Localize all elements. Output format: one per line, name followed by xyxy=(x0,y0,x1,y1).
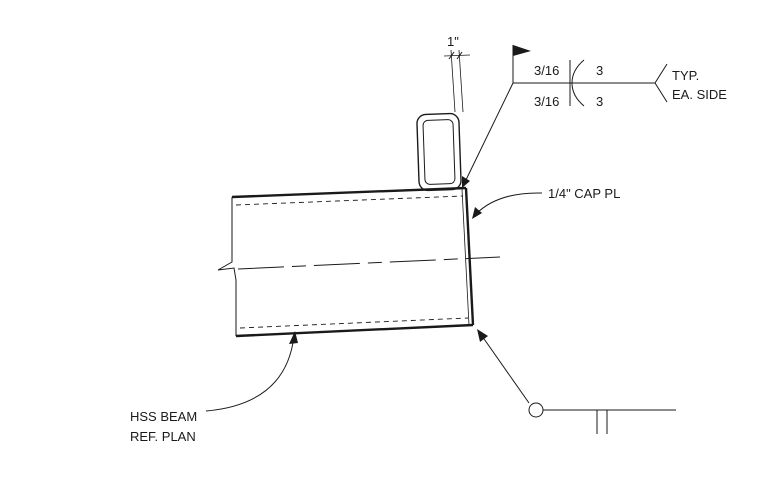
other-side-size: 3/16 xyxy=(534,94,559,109)
cap-plate-callout: 1/4" CAP PL xyxy=(472,186,620,219)
hss-beam xyxy=(217,186,501,338)
field-weld-flag-icon xyxy=(513,45,531,56)
dimension-1in: 1" xyxy=(443,34,471,113)
beam-label-line1: HSS BEAM xyxy=(130,409,197,424)
beam-bottom-edge xyxy=(235,323,474,338)
tube-inner-wall xyxy=(422,119,456,185)
weld-arrowhead xyxy=(462,176,470,188)
tail-note-line2: EA. SIDE xyxy=(672,87,727,102)
weld-tail xyxy=(654,63,668,103)
lower-weld-arrowhead xyxy=(477,329,488,342)
dimension-label: 1" xyxy=(447,34,459,49)
tube-outer-wall xyxy=(416,112,462,192)
dimension-extension-right xyxy=(458,49,464,113)
beam-inner-bottom-wall xyxy=(239,317,469,329)
beam-leader xyxy=(205,335,295,412)
hss-tube-section xyxy=(416,112,462,192)
cap-plate-label: 1/4" CAP PL xyxy=(548,186,620,201)
beam-arrowhead xyxy=(289,331,298,344)
arrow-side-length: 3 xyxy=(596,63,603,78)
cap-plate-inner-edge xyxy=(461,188,470,326)
weld-all-around-icon xyxy=(528,402,544,418)
lower-weld-arrow-leader xyxy=(481,335,530,404)
cap-plate-outer-edge xyxy=(464,187,475,326)
weld-arrow-leader xyxy=(463,82,514,185)
dimension-line xyxy=(443,54,471,57)
beam-inner-top-wall xyxy=(235,195,464,206)
cap-plate xyxy=(461,187,475,326)
beam-callout: HSS BEAM REF. PLAN xyxy=(130,331,298,444)
arrow-side-size: 3/16 xyxy=(534,63,559,78)
beam-label-line2: REF. PLAN xyxy=(130,429,196,444)
beam-top-edge xyxy=(231,186,467,199)
beam-centerline xyxy=(237,256,501,270)
weld-symbol: 3/16 3 3/16 3 TYP. EA. SIDE xyxy=(462,45,727,188)
tail-note-line1: TYP. xyxy=(672,68,699,83)
beam-break-line xyxy=(217,197,237,336)
other-side-length: 3 xyxy=(596,94,603,109)
flare-bevel-weld-icon xyxy=(571,59,585,107)
dimension-extension-left xyxy=(450,49,456,113)
dimension-tick-right xyxy=(456,51,463,60)
dimension-tick-left xyxy=(448,51,455,60)
cap-plate-arrowhead xyxy=(472,207,482,219)
cap-plate-leader xyxy=(475,192,543,215)
lower-weld-symbol xyxy=(477,329,676,434)
